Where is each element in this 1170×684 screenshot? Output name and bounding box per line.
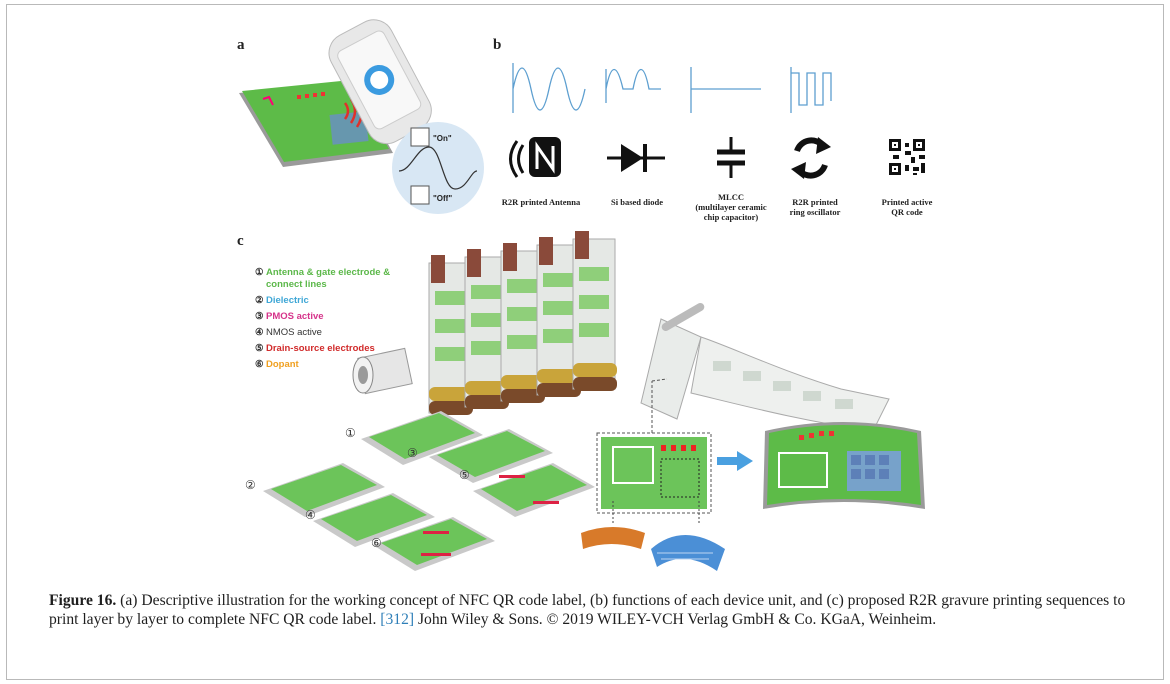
printing-unit <box>500 243 545 403</box>
dc-waveform <box>690 67 761 113</box>
legend-num-1: ① <box>255 267 264 278</box>
layer-sheet-5 <box>473 463 595 517</box>
caption-text-1: (a) Descriptive illustration for the wor… <box>49 592 1126 628</box>
panel-label-c: c <box>237 233 244 249</box>
unit-label-diode: Si based diode <box>611 197 663 207</box>
figure-frame: a "On" "Off" b <box>6 4 1164 680</box>
legend-num-3: ③ <box>255 311 264 322</box>
final-nfc-qr-label <box>763 422 925 509</box>
legend-text-5: Drain-source electrodes <box>266 343 375 354</box>
sine-waveform <box>512 63 586 113</box>
figure-label: Figure 16. <box>49 592 117 609</box>
unit-label-ring-osc: R2R printed <box>792 197 838 207</box>
unit-label-antenna: R2R printed Antenna <box>502 197 581 207</box>
substrate-unwind-roll <box>352 347 413 395</box>
legend-num-2: ② <box>255 295 264 306</box>
printing-unit <box>464 249 509 409</box>
step-marker-6: ⑥ <box>371 536 382 550</box>
nfc-antenna-icon <box>509 137 561 178</box>
result-arrow-icon <box>717 451 753 471</box>
printing-unit <box>536 237 581 397</box>
zoomed-circuit-detail <box>596 378 712 523</box>
unit-label-qr: Printed active <box>882 197 933 207</box>
step-marker-5: ⑤ <box>459 468 470 482</box>
layer-sheet-3 <box>429 429 553 483</box>
on-label: "On" <box>433 134 452 143</box>
legend-num-5: ⑤ <box>255 343 264 354</box>
legend-text-6: Dopant <box>266 359 300 370</box>
caption-text-2: John Wiley & Sons. © 2019 WILEY-VCH Verl… <box>414 610 937 628</box>
step-marker-1: ① <box>345 426 356 440</box>
legend-text-3: PMOS active <box>266 311 324 322</box>
layer-sheet-1 <box>361 411 483 465</box>
unit-label-mlcc-sub2: chip capacitor) <box>704 212 759 222</box>
layer-sheet-4 <box>313 493 435 547</box>
printed-layer-sheets <box>263 411 595 571</box>
unit-label-mlcc-sub1: (multilayer ceramic <box>695 202 767 212</box>
diode-icon <box>607 144 665 172</box>
layer-sheet-2 <box>263 463 385 517</box>
printing-unit <box>572 231 617 391</box>
legend-text-2: Dielectric <box>266 295 309 306</box>
legend-num-6: ⑥ <box>255 359 264 370</box>
waveforms <box>512 63 832 113</box>
step-markers: ① ② ③ ④ ⑤ ⑥ <box>245 426 470 550</box>
on-off-signal-bubble: "On" "Off" <box>392 122 484 214</box>
step-marker-4: ④ <box>305 508 316 522</box>
legend-text-1: Antenna & gate electrode & <box>266 267 390 278</box>
citation-link[interactable]: [312] <box>380 610 415 628</box>
capacitor-icon <box>717 137 745 178</box>
step-marker-3: ③ <box>407 446 418 460</box>
legend-num-4: ④ <box>255 327 264 338</box>
qr-code-icon <box>889 139 925 175</box>
rectified-waveform <box>605 68 661 103</box>
unit-label-ring-osc-sub: ring oscillator <box>790 207 841 217</box>
layer-sheet-6 <box>373 517 495 571</box>
layer-legend: ① Antenna & gate electrode & connect lin… <box>255 267 390 370</box>
gravure-printing-units <box>428 231 617 415</box>
ring-oscillator-icon <box>791 137 831 179</box>
figure-caption: Figure 16. (a) Descriptive illustration … <box>49 592 1139 629</box>
panel-label-b: b <box>493 37 501 53</box>
printed-web-output <box>640 303 890 432</box>
square-waveform <box>790 67 832 113</box>
zoomed-strips <box>581 527 725 571</box>
unit-label-mlcc: MLCC <box>718 192 744 202</box>
figure-illustration: a "On" "Off" b <box>237 19 933 571</box>
legend-text-1b: connect lines <box>266 279 327 290</box>
panel-label-a: a <box>237 37 245 53</box>
off-label: "Off" <box>433 194 452 203</box>
step-marker-2: ② <box>245 478 256 492</box>
unit-label-qr-sub: QR code <box>891 207 923 217</box>
legend-text-4: NMOS active <box>266 327 322 338</box>
